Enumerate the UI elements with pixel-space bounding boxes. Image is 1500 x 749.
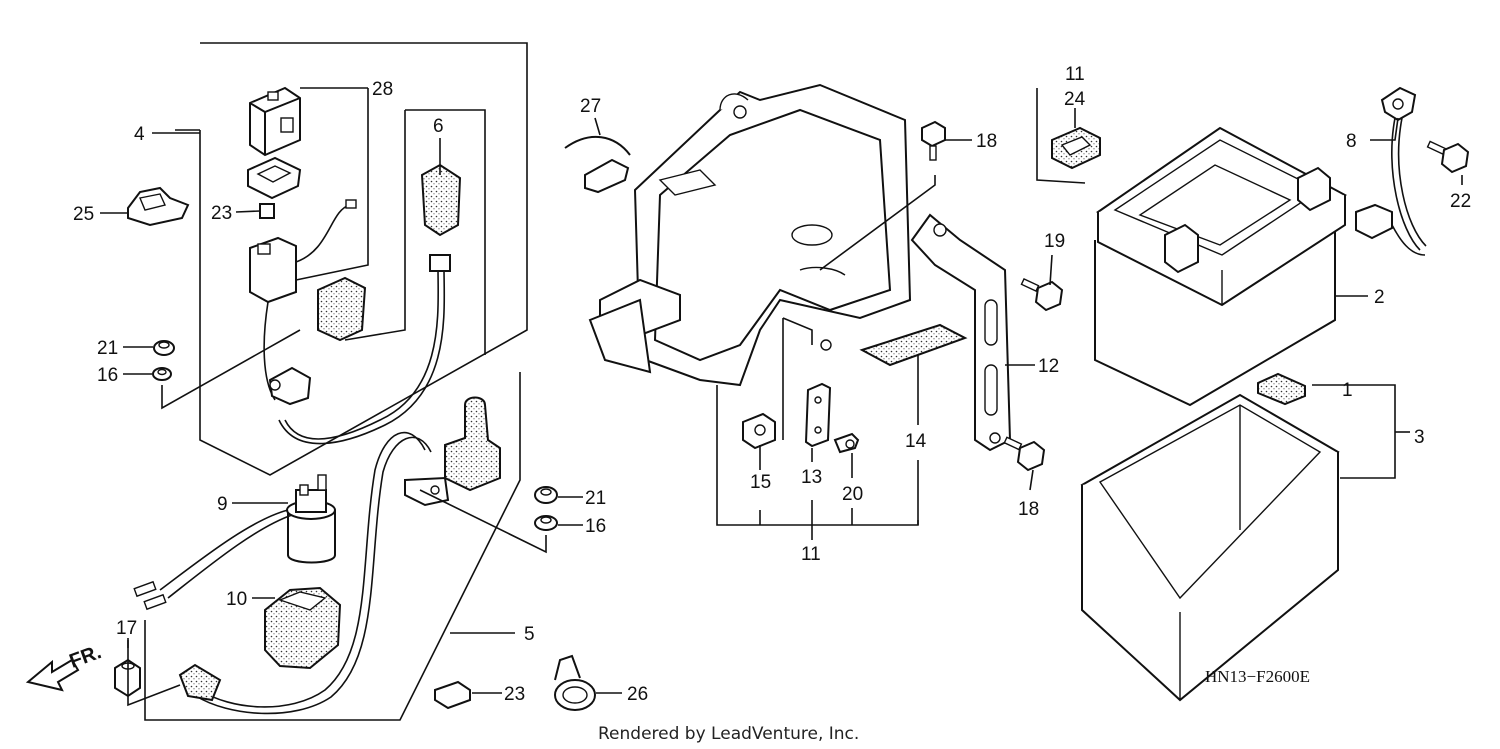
bolt-top[interactable] [921,120,946,161]
callout-9[interactable]: 9 [217,494,228,515]
harness-connector[interactable] [249,199,357,401]
nut-left[interactable] [153,340,175,356]
bolt-right-upper[interactable] [1020,277,1064,312]
callout-23-top[interactable]: 23 [211,203,232,224]
callout-3[interactable]: 3 [1414,427,1425,448]
callout-6[interactable]: 6 [433,116,444,137]
battery-band[interactable] [564,135,631,194]
callout-21-right[interactable]: 21 [585,488,606,509]
callout-15[interactable]: 15 [750,472,771,493]
rubber-cap[interactable] [420,163,462,237]
cable-boot[interactable] [317,276,367,342]
callout-1[interactable]: 1 [1342,380,1353,401]
callout-2[interactable]: 2 [1374,287,1385,308]
front-direction-arrow: FR. [25,641,104,692]
starter-relay[interactable] [249,86,301,157]
wire-clip[interactable] [127,186,190,227]
callout-18-bottom[interactable]: 18 [1018,499,1039,520]
callout-8[interactable]: 8 [1346,131,1357,152]
callout-13[interactable]: 13 [801,467,822,488]
callout-11-bottom[interactable]: 11 [801,544,821,565]
clip-nut[interactable] [742,412,776,450]
callout-23-bottom[interactable]: 23 [504,684,525,705]
callout-14[interactable]: 14 [905,431,927,452]
callout-24[interactable]: 24 [1064,89,1086,110]
battery[interactable] [1094,126,1348,407]
callout-16-right[interactable]: 16 [585,516,606,537]
callout-12[interactable]: 12 [1038,356,1059,377]
fuse-bottom[interactable] [434,680,471,710]
tapping-screw[interactable] [833,432,860,454]
washer-left[interactable] [152,367,172,381]
holder-plate[interactable] [804,382,832,448]
solenoid-mount[interactable] [264,586,342,670]
rubber-pad[interactable] [859,323,968,367]
starter-solenoid[interactable] [133,474,336,611]
battery-bolt[interactable] [1426,140,1470,174]
callout-4[interactable]: 4 [134,124,145,145]
front-label: FR. [66,641,104,673]
callout-22[interactable]: 22 [1450,191,1471,212]
callout-20[interactable]: 20 [842,484,863,505]
battery-pad[interactable] [1257,372,1306,406]
callout-5[interactable]: 5 [524,624,535,645]
washer-right[interactable] [534,515,558,531]
callout-26[interactable]: 26 [627,684,648,705]
relay-boot[interactable] [247,156,302,200]
harness-group-frame [144,42,528,721]
callout-25[interactable]: 25 [73,204,94,225]
positive-cable[interactable] [268,254,451,445]
leader-lines [100,87,1463,694]
callout-19[interactable]: 19 [1044,231,1065,252]
callout-27[interactable]: 27 [580,96,601,117]
fuse-small[interactable] [259,203,275,219]
battery-bracket[interactable] [910,213,1012,452]
negative-cable[interactable] [1355,86,1427,256]
callout-18-top[interactable]: 18 [976,131,997,152]
battery-cushion[interactable] [1051,126,1101,170]
callout-28[interactable]: 28 [372,79,393,100]
battery-case[interactable] [1080,393,1340,702]
callout-11-top[interactable]: 11 [1065,64,1085,85]
diagram-code: HN13−F2600E [1205,667,1310,686]
starter-cable[interactable] [178,431,450,715]
terminal-cap[interactable] [444,396,501,492]
callout-17[interactable]: 17 [116,618,137,639]
callout-21-left[interactable]: 21 [97,338,118,359]
callout-labels: 1 2 3 4 5 6 8 9 10 11 11 12 13 14 15 16 … [73,64,1471,705]
battery-holder[interactable] [588,83,912,387]
callout-10[interactable]: 10 [226,589,247,610]
wire-band[interactable] [554,654,596,711]
bolt-bottom[interactable] [1003,436,1046,472]
callout-16-left[interactable]: 16 [97,365,118,386]
render-credit: Rendered by LeadVenture, Inc. [598,724,859,744]
nut-right[interactable] [534,486,558,504]
